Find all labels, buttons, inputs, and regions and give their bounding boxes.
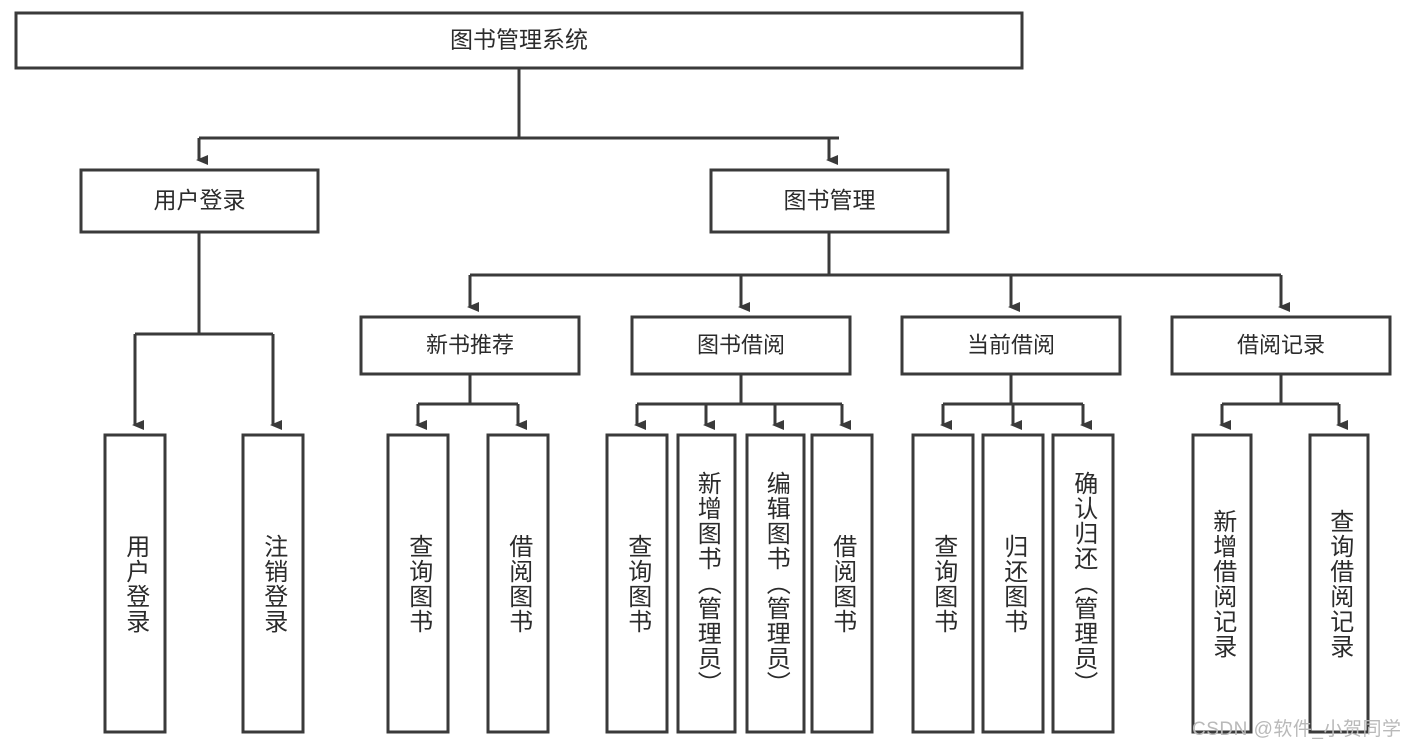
node-box-layer [14,11,1392,734]
node-box-leaf-3[interactable] [486,433,550,734]
node-box-leaf-4[interactable] [605,433,669,734]
node-box-level2-1[interactable] [709,168,950,234]
node-box-level3-0[interactable] [359,315,581,376]
node-label-level3-2: 当前借阅 [967,332,1055,357]
node-box-leaf-11[interactable] [1191,433,1253,734]
connector-layer [132,68,1348,430]
watermark-text: CSDN @软件_小贺同学 [1192,719,1402,740]
node-box-level2-0[interactable] [79,168,320,234]
node-box-leaf-10[interactable] [1051,433,1115,734]
node-box-leaf-12[interactable] [1308,433,1370,734]
node-box-leaf-9[interactable] [981,433,1045,734]
node-label-level3-0: 新书推荐 [426,332,514,357]
node-box-leaf-0[interactable] [103,433,167,734]
node-box-level3-1[interactable] [630,315,852,376]
node-label-level2-0: 用户登录 [154,187,246,213]
node-box-leaf-1[interactable] [241,433,305,734]
node-box-leaf-8[interactable] [911,433,975,734]
node-box-level3-3[interactable] [1170,315,1392,376]
node-box-leaf-7[interactable] [810,433,874,734]
node-box-leaf-2[interactable] [386,433,450,734]
node-box-leaf-5[interactable] [676,433,737,734]
node-label-level3-3: 借阅记录 [1237,332,1325,357]
node-label-level2-1: 图书管理 [784,187,876,213]
node-label-root: 图书管理系统 [450,27,588,53]
node-box-level3-2[interactable] [900,315,1122,376]
node-box-root[interactable] [14,11,1024,70]
node-box-leaf-6[interactable] [745,433,806,734]
node-label-level3-1: 图书借阅 [697,332,785,357]
